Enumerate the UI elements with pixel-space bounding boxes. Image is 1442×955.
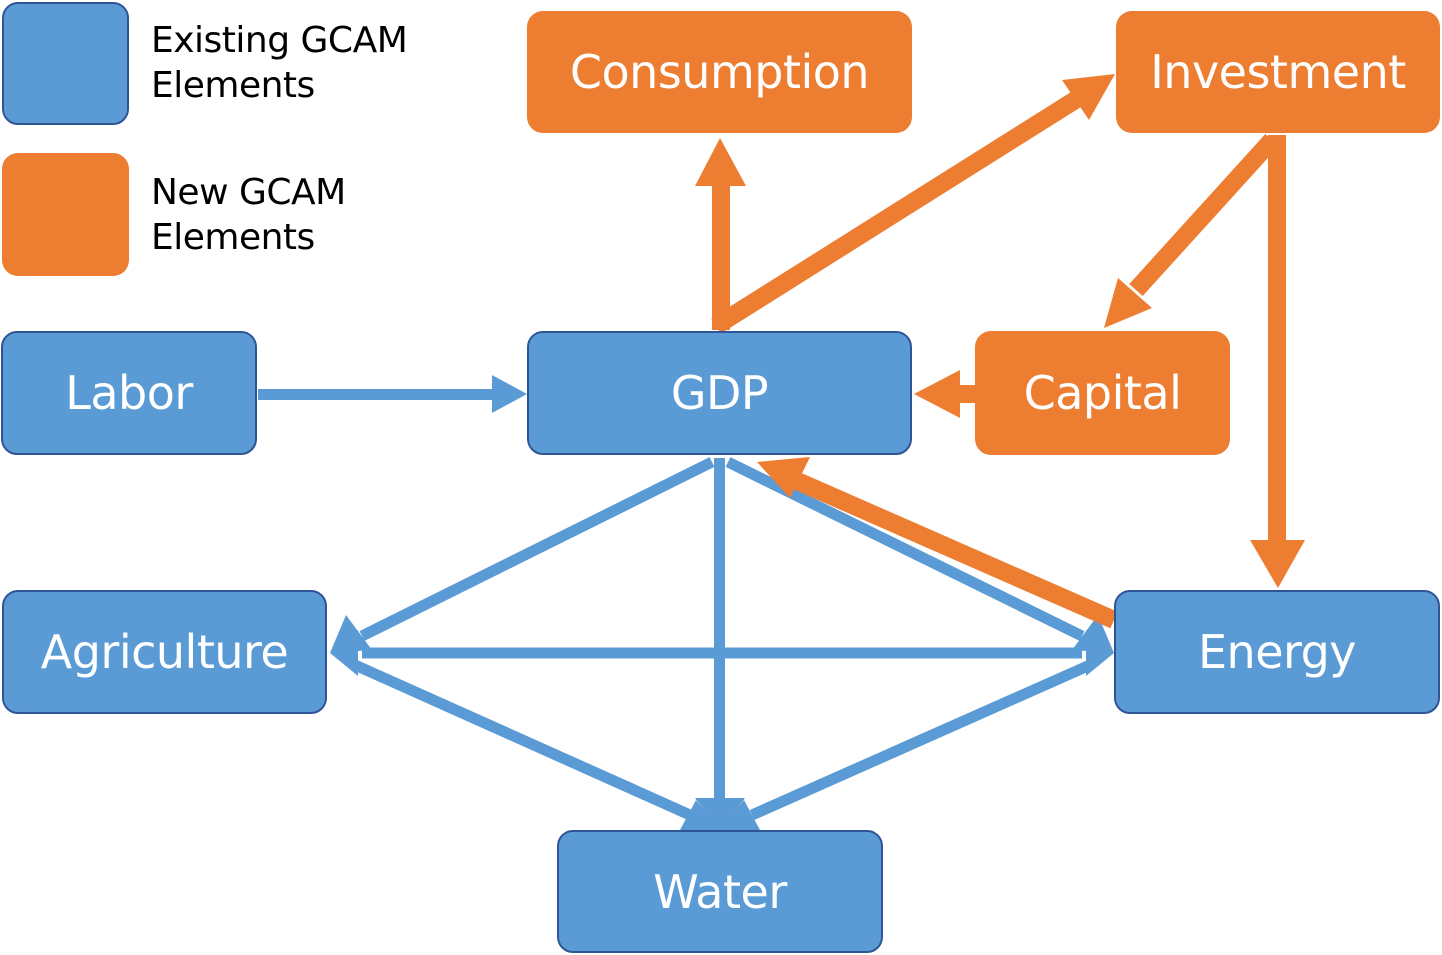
legend-existing-line2: Elements xyxy=(151,65,315,106)
arrow-agriculture-water xyxy=(352,659,693,821)
arrow-investment-energy xyxy=(1250,135,1305,588)
node-gdp-label: GDP xyxy=(670,366,769,420)
legend-swatch-new xyxy=(2,153,129,276)
node-agriculture: Agriculture xyxy=(2,590,327,714)
existing-arrow-heads xyxy=(330,615,1114,830)
new-arrow-heads xyxy=(757,74,1152,498)
node-water: Water xyxy=(557,830,883,953)
node-consumption-label: Consumption xyxy=(569,45,870,99)
arrow-energy-gdp xyxy=(791,471,1118,629)
legend-swatch-existing xyxy=(2,2,129,125)
arrow-gdp-investment xyxy=(711,89,1085,334)
node-capital: Capital xyxy=(975,331,1230,455)
new-arrows xyxy=(695,135,1305,588)
new-arrow-lines xyxy=(711,89,1279,629)
legend-label-existing: Existing GCAM Elements xyxy=(151,18,408,108)
legend-existing-line1: Existing GCAM xyxy=(151,20,408,61)
arrow-gdp-water xyxy=(695,458,745,830)
arrow-gdp-agriculture xyxy=(359,457,715,641)
node-capital-label: Capital xyxy=(1023,366,1182,420)
node-investment: Investment xyxy=(1116,11,1440,133)
node-labor: Labor xyxy=(1,331,257,455)
arrow-investment-capital xyxy=(1129,133,1279,297)
node-labor-label: Labor xyxy=(65,366,193,420)
node-agriculture-label: Agriculture xyxy=(40,625,289,679)
node-investment-label: Investment xyxy=(1150,45,1406,99)
legend-new-line2: Elements xyxy=(151,217,315,258)
arrow-gdp-consumption xyxy=(695,138,746,330)
node-consumption: Consumption xyxy=(527,11,912,133)
arrow-energy-water xyxy=(749,659,1093,821)
node-water-label: Water xyxy=(653,864,787,919)
node-energy-label: Energy xyxy=(1197,625,1357,679)
arrow-labor-gdp xyxy=(258,375,527,413)
legend-label-new: New GCAM Elements xyxy=(151,170,346,260)
existing-arrows xyxy=(258,375,745,830)
legend-new-line1: New GCAM xyxy=(151,172,346,213)
node-energy: Energy xyxy=(1114,590,1440,714)
arrow-capital-gdp xyxy=(914,370,977,418)
node-gdp: GDP xyxy=(527,331,912,455)
